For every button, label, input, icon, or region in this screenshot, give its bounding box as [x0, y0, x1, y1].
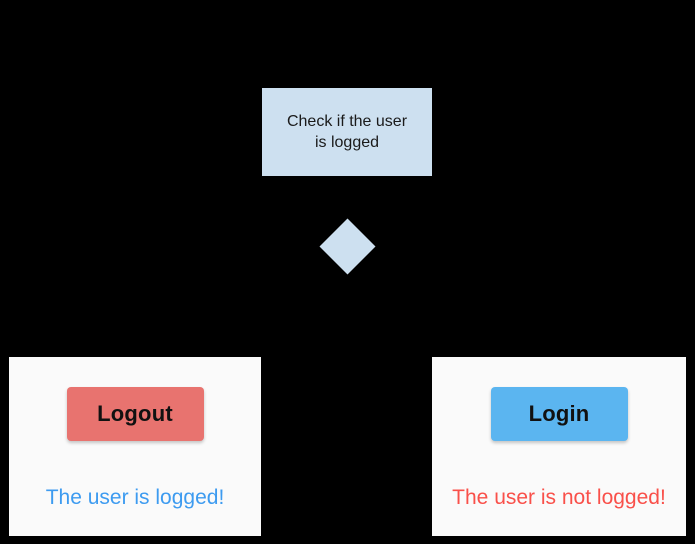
login-button[interactable]: Login — [490, 387, 628, 441]
process-box-label: Check if the user is logged — [286, 113, 408, 151]
panel-logged-in: Logout The user is logged! — [9, 357, 261, 536]
logout-button[interactable]: Logout — [66, 387, 204, 441]
status-message-logged: The user is logged! — [45, 486, 225, 509]
decision-node-label — [319, 218, 376, 275]
status-message-not-logged: The user is not logged! — [452, 486, 666, 509]
panel-logged-out: Login The user is not logged! — [432, 357, 686, 536]
process-box-check-user-logged: Check if the user is logged — [262, 88, 432, 176]
diamond-decision-icon — [319, 218, 376, 275]
decision-node — [319, 218, 376, 275]
